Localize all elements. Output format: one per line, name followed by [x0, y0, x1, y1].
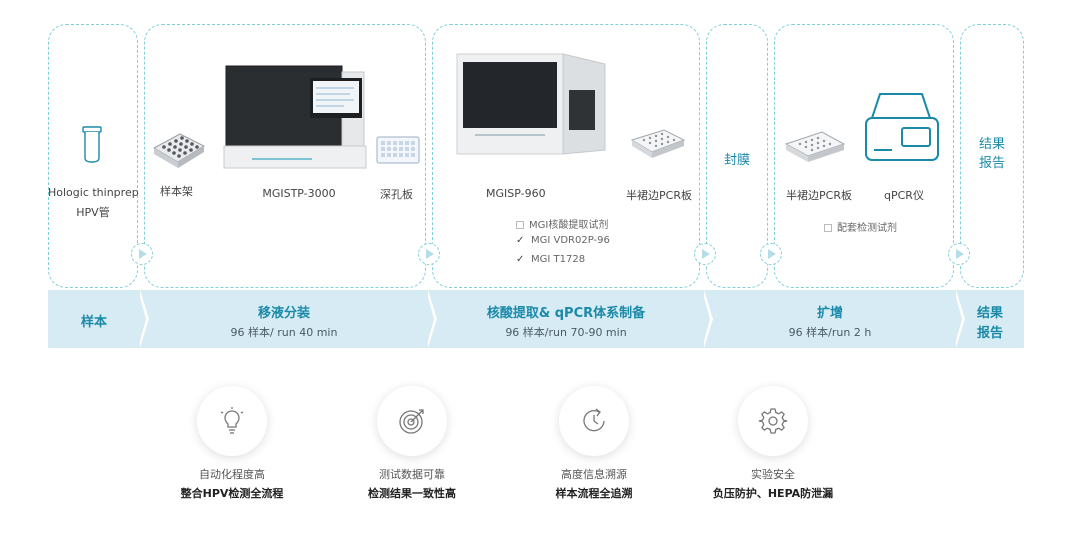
flow-arrow-3: [694, 243, 716, 265]
feature-traceability: 高度信息溯源 样本流程全追溯: [519, 386, 669, 501]
feature-line1: 高度信息溯源: [561, 468, 627, 481]
half-skirt-pcr-plate-label-2: 半裙边PCR板: [786, 189, 852, 202]
report-label-line1: 结果: [978, 137, 1005, 152]
stage-throughput: 96 样本/run 2 h: [788, 326, 872, 339]
detection-kit-item: 配套检测试剂: [824, 219, 897, 234]
mgistp-3000-label: MGISTP-3000: [262, 187, 336, 200]
lightbulb-icon: [220, 407, 244, 434]
stage-transfer: 移液分装 96 样本/ run 40 min: [140, 290, 428, 348]
stage-report: 结果 报告: [956, 290, 1024, 348]
stage-throughput: 96 样本/ run 40 min: [230, 326, 338, 339]
target-icon: [399, 409, 424, 434]
feature-line2: 负压防护、HEPA防泄漏: [712, 487, 834, 500]
sample-item-line2: HPV管: [76, 206, 110, 219]
stage-title-line2: 报告: [976, 326, 1003, 341]
mgisp-960-image: [456, 53, 606, 155]
seal-label: 封膜: [723, 153, 750, 168]
half-skirt-pcr-plate-image-2: [784, 131, 846, 162]
sample-rack-image: [152, 133, 206, 168]
stage-title: 核酸提取& qPCR体系制备: [486, 306, 646, 321]
flow-arrow-4: [760, 243, 782, 265]
panel-report: [960, 24, 1024, 288]
stage-chevron-fill: [702, 290, 710, 348]
feature-safety: 实验安全 负压防护、HEPA防泄漏: [698, 386, 848, 501]
feature-line1: 自动化程度高: [199, 468, 265, 481]
qpcr-instrument-icon: [865, 93, 939, 161]
flow-arrow-5: [948, 243, 970, 265]
feature-line2: 检测结果一致性高: [368, 487, 456, 500]
half-skirt-pcr-plate-image-1: [630, 129, 686, 158]
feature-icon-circle: [738, 386, 808, 456]
feature-icon-circle: [377, 386, 447, 456]
deep-well-plate-label: 深孔板: [380, 188, 413, 201]
mgisp-960-label: MGISP-960: [486, 187, 546, 200]
stage-sample: 样本: [48, 290, 140, 348]
panel-seal: [706, 24, 768, 288]
half-skirt-pcr-plate-label-1: 半裙边PCR板: [626, 189, 692, 202]
feature-automation: 自动化程度高 整合HPV检测全流程: [157, 386, 307, 501]
flow-arrow-2: [418, 243, 440, 265]
stage-title: 移液分装: [257, 306, 310, 321]
feature-line2: 整合HPV检测全流程: [180, 487, 284, 500]
feature-line1: 测试数据可靠: [379, 468, 445, 481]
stage-throughput: 96 样本/run 70-90 min: [505, 326, 627, 339]
stage-title-line1: 结果: [976, 306, 1003, 321]
stage-chevron-fill: [954, 290, 962, 348]
sample-item-line1: Hologic thinprep: [48, 186, 139, 199]
feature-line1: 实验安全: [751, 468, 795, 481]
stage-title: 扩增: [816, 306, 843, 321]
feature-reliability: 测试数据可靠 检测结果一致性高: [337, 386, 487, 501]
stage-chevron-fill: [426, 290, 434, 348]
unchecked-box-icon: [516, 221, 524, 229]
reagent-item-1: MGI核酸提取试剂: [516, 216, 608, 231]
feature-line2: 样本流程全追溯: [555, 487, 633, 500]
refresh-clock-icon: [583, 408, 605, 432]
feature-icon-circle: [559, 386, 629, 456]
stage-chevron-fill: [138, 290, 146, 348]
reagent-item-3: ✓MGI T1728: [516, 254, 586, 265]
report-label-line2: 报告: [978, 156, 1005, 171]
feature-icon-circle: [197, 386, 267, 456]
stage-amplify: 扩增 96 样本/run 2 h: [704, 290, 956, 348]
mgistp-3000-image: [223, 65, 367, 169]
flow-arrow-1: [131, 243, 153, 265]
qpcr-instrument-label: qPCR仪: [884, 189, 924, 202]
gear-icon: [758, 408, 788, 434]
check-mark-icon: ✓: [516, 254, 525, 265]
stage-title: 样本: [80, 315, 107, 330]
reagent-item-2: ✓MGI VDR02P-96: [516, 235, 610, 246]
unchecked-box-icon: [824, 224, 832, 232]
sample-tube-icon: [82, 126, 102, 163]
sample-rack-label: 样本架: [160, 185, 193, 198]
stage-extraction: 核酸提取& qPCR体系制备 96 样本/run 70-90 min: [428, 290, 704, 348]
deep-well-plate-image: [376, 136, 420, 164]
check-mark-icon: ✓: [516, 235, 525, 246]
